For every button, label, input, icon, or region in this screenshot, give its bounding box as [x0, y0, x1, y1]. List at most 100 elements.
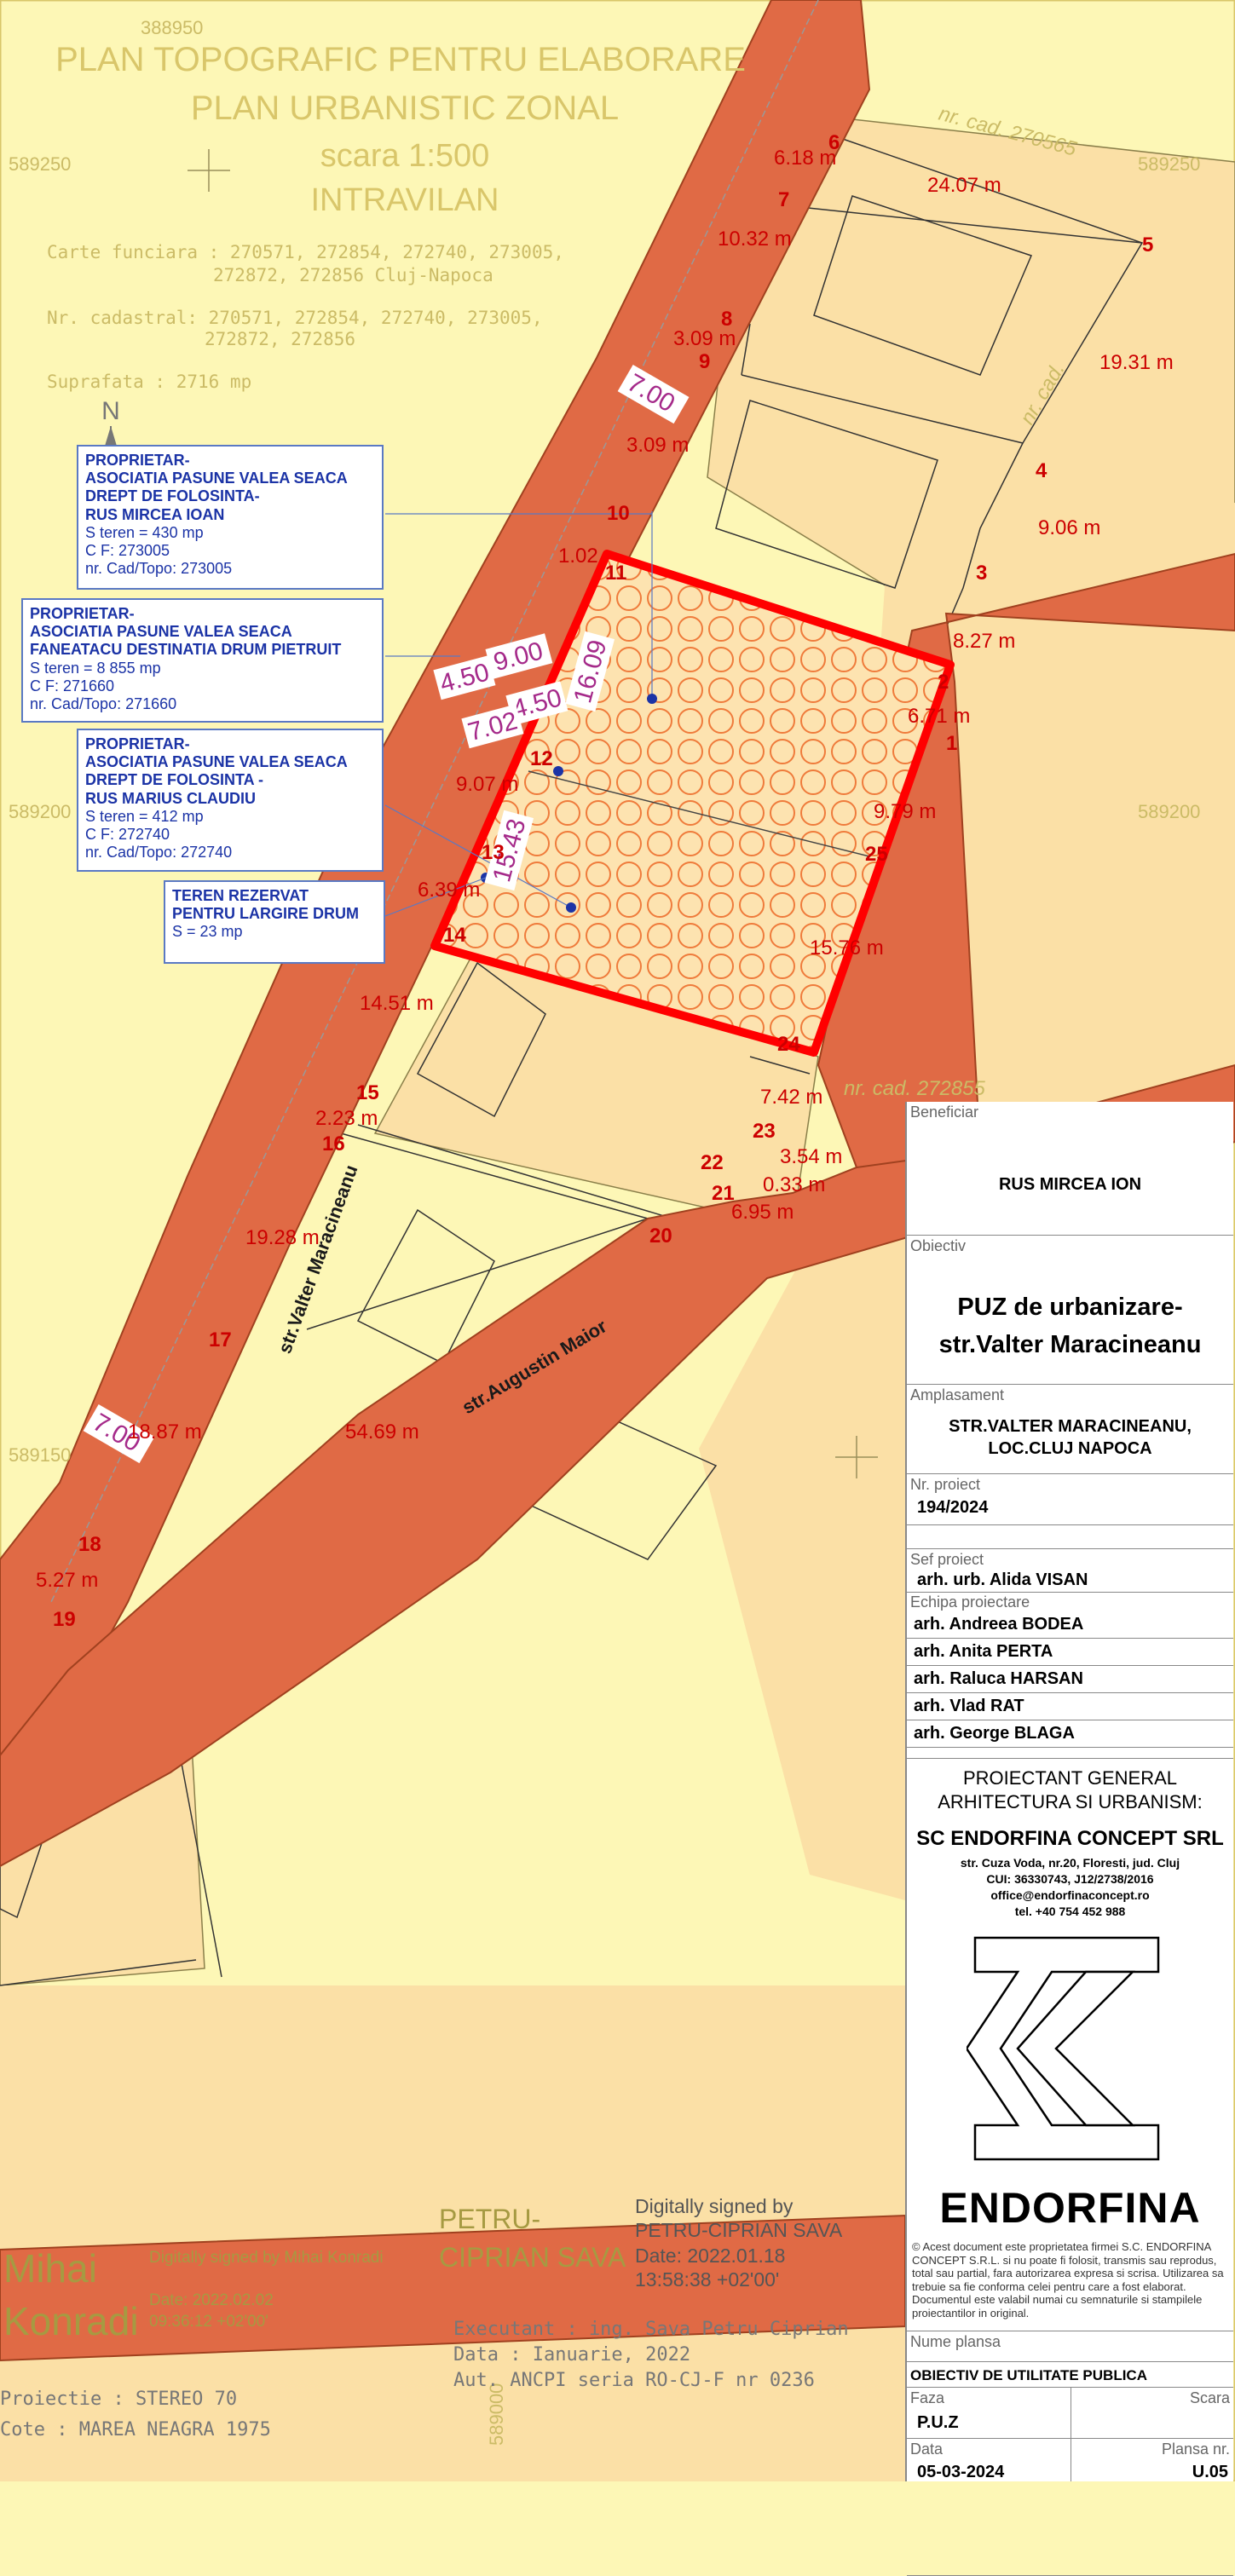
- building: [715, 400, 938, 589]
- distance-label: 3.09 m: [626, 434, 689, 457]
- scara-label: Scara: [1189, 2389, 1230, 2406]
- proiectant-line-1: PROIECTANT GENERAL: [962, 1767, 1177, 1789]
- proiectie: Proiectie : STEREO 70: [0, 2389, 237, 2410]
- point-label: 14: [443, 924, 466, 947]
- nr-proiect-label: Nr. proiect: [910, 1476, 981, 1493]
- amplasament-line-2: LOC.CLUJ NAPOCA: [988, 1439, 1152, 1458]
- point-label: 24: [777, 1033, 800, 1056]
- distance-label: 19.31 m: [1099, 351, 1174, 374]
- executant: Executant : ing. Sava Petru Ciprian: [453, 2319, 849, 2340]
- echipa-member: arh. Vlad RAT: [907, 1693, 1233, 1720]
- svg-text:Date: 2022.01.18: Date: 2022.01.18: [635, 2245, 785, 2267]
- distance-label: 8.27 m: [953, 630, 1015, 653]
- distance-label: 6.18 m: [774, 147, 836, 170]
- distance-label: 0.33 m: [763, 1173, 825, 1196]
- point-label: 12: [530, 747, 553, 770]
- proiectant-line-2: ARHITECTURA SI URBANISM:: [938, 1791, 1203, 1812]
- nume-plansa-label-cell: Nume plansa: [907, 2331, 1233, 2362]
- point-label: 6: [828, 131, 840, 154]
- company-name: SC ENDORFINA CONCEPT SRL: [916, 1827, 1224, 1850]
- owner-line: C F: 271660: [30, 677, 115, 694]
- echipa-member: arh. Anita PERTA: [907, 1639, 1233, 1666]
- data-ianuarie: Data : Ianuarie, 2022: [453, 2344, 690, 2366]
- distance-label: 14.51 m: [360, 992, 434, 1015]
- distance-label: 3.54 m: [780, 1145, 842, 1168]
- owner-line: S teren = 430 mp: [85, 523, 204, 541]
- amplasament-line-1: STR.VALTER MARACINEANU,: [949, 1417, 1192, 1436]
- copyright-note: © Acest document este proprietatea firme…: [912, 2240, 1224, 2320]
- map-title-2: PLAN URBANISTIC ZONAL: [191, 89, 619, 127]
- data-cell: Data Plansa nr. 05-03-2024 U.05: [907, 2439, 1233, 2481]
- grid-x-label: 388950: [141, 17, 203, 38]
- owner-line: nr. Cad/Topo: 272740: [85, 844, 233, 862]
- point-label: 19: [53, 1608, 76, 1631]
- point-label: 18: [78, 1533, 101, 1556]
- company-phone: tel. +40 754 452 988: [1014, 1905, 1126, 1918]
- distance-label: 9.06 m: [1038, 516, 1100, 539]
- distance-label: 7.42 m: [760, 1086, 822, 1109]
- distance-label: 1.02: [558, 545, 598, 568]
- faza-cell: Faza Scara P.U.Z: [907, 2388, 1233, 2439]
- distance-label: 9.07 m: [456, 773, 518, 796]
- owner-title: PROPRIETAR- ASOCIATIA PASUNE VALEA SEACA…: [85, 735, 348, 807]
- owner-box: TEREN REZERVAT PENTRU LARGIRE DRUM S = 2…: [164, 880, 385, 964]
- suprafata: Suprafata : 2716 mp: [47, 372, 251, 392]
- signature-petru: PETRU- CIPRIAN SAVA Digitally signed by …: [439, 2195, 843, 2291]
- obiectiv-label: Obiectiv: [910, 1237, 967, 1254]
- obiectiv-line-2: str.Valter Maracineanu: [938, 1331, 1202, 1358]
- faza-label: Faza: [910, 2389, 945, 2406]
- map-title-4: INTRAVILAN: [310, 182, 499, 218]
- owner-line: S teren = 412 mp: [85, 807, 204, 825]
- echipa-member: arh. Raluca HARSAN: [907, 1666, 1233, 1693]
- cote: Cote : MAREA NEAGRA 1975: [0, 2419, 271, 2441]
- parcel-east: [699, 1210, 905, 1900]
- owner-line: S teren = 8 855 mp: [30, 659, 161, 677]
- point-label: 2: [938, 671, 949, 694]
- signature-mihai: Mihai Konradi Digitally signed by Mihai …: [3, 2246, 384, 2343]
- spacer: [907, 1525, 1233, 1549]
- svg-text:PETRU-: PETRU-: [439, 2204, 540, 2234]
- svg-text:Konradi: Konradi: [3, 2299, 139, 2343]
- map-title-3: scara 1:500: [320, 138, 490, 174]
- owner-box: PROPRIETAR- ASOCIATIA PASUNE VALEA SEACA…: [77, 729, 384, 872]
- distance-label: 6.95 m: [731, 1201, 794, 1224]
- title-block: Beneficiar RUS MIRCEA ION Obiectiv PUZ d…: [905, 1102, 1233, 2576]
- svg-text:Date: 2022.02.02: Date: 2022.02.02: [149, 2291, 274, 2309]
- point-label: 23: [753, 1120, 776, 1143]
- distance-label: 9.79 m: [874, 800, 936, 823]
- proiectant-cell: PROIECTANT GENERAL ARHITECTURA SI URBANI…: [907, 1758, 1233, 2576]
- grid-y-label: 589250: [1138, 153, 1200, 175]
- point-label: 8: [721, 308, 732, 331]
- grid-y-label: 589200: [1138, 801, 1200, 822]
- point-label: 1: [946, 732, 957, 755]
- topographic-map: N PLAN TOPOGRAFIC PENTRU ELABORARE PLAN …: [0, 0, 1235, 2481]
- owner-line: S = 23 mp: [172, 923, 243, 941]
- amplasament-label: Amplasament: [910, 1386, 1005, 1403]
- owner-line: C F: 273005: [85, 542, 170, 560]
- svg-text:09:36:12 +02'00': 09:36:12 +02'00': [149, 2313, 268, 2331]
- svg-text:13:58:38 +02'00': 13:58:38 +02'00': [635, 2268, 779, 2291]
- distance-label: 19.28 m: [245, 1226, 320, 1249]
- sef-label: Sef proiect: [910, 1551, 984, 1568]
- beneficiar-label: Beneficiar: [910, 1104, 979, 1121]
- cf-line-2: 272872, 272856 Cluj-Napoca: [213, 265, 493, 285]
- distance-label: 6.71 m: [908, 705, 970, 728]
- data-label: Data: [910, 2441, 944, 2458]
- company-address: str. Cuza Voda, nr.20, Floresti, jud. Cl…: [960, 1856, 1180, 1870]
- owner-title: PROPRIETAR- ASOCIATIA PASUNE VALEA SEACA…: [30, 605, 342, 659]
- cf-line-1: Carte funciara : 270571, 272854, 272740,…: [47, 242, 564, 262]
- grid-y-label: 589250: [9, 153, 71, 175]
- nume-plansa-cell: OBIECTIV DE UTILITATE PUBLICA: [907, 2362, 1233, 2388]
- company-cui: CUI: 36330743, J12/2738/2016: [986, 1872, 1154, 1886]
- obiectiv-line-1: PUZ de urbanizare-: [957, 1294, 1183, 1321]
- point-label: 9: [699, 350, 710, 373]
- beneficiar-value: RUS MIRCEA ION: [998, 1175, 1142, 1194]
- study-plot: [430, 550, 955, 1057]
- obiectiv-cell: Obiectiv PUZ de urbanizare- str.Valter M…: [907, 1236, 1233, 1385]
- nume-plansa-label: Nume plansa: [910, 2333, 1001, 2350]
- distance-label: 54.69 m: [345, 1421, 419, 1444]
- sef-value: arh. urb. Alida VISAN: [917, 1570, 1088, 1589]
- grid-x-label: 589000: [486, 2383, 507, 2446]
- point-label: 20: [649, 1225, 672, 1248]
- echipa-member: arh. George BLAGA: [907, 1720, 1233, 1748]
